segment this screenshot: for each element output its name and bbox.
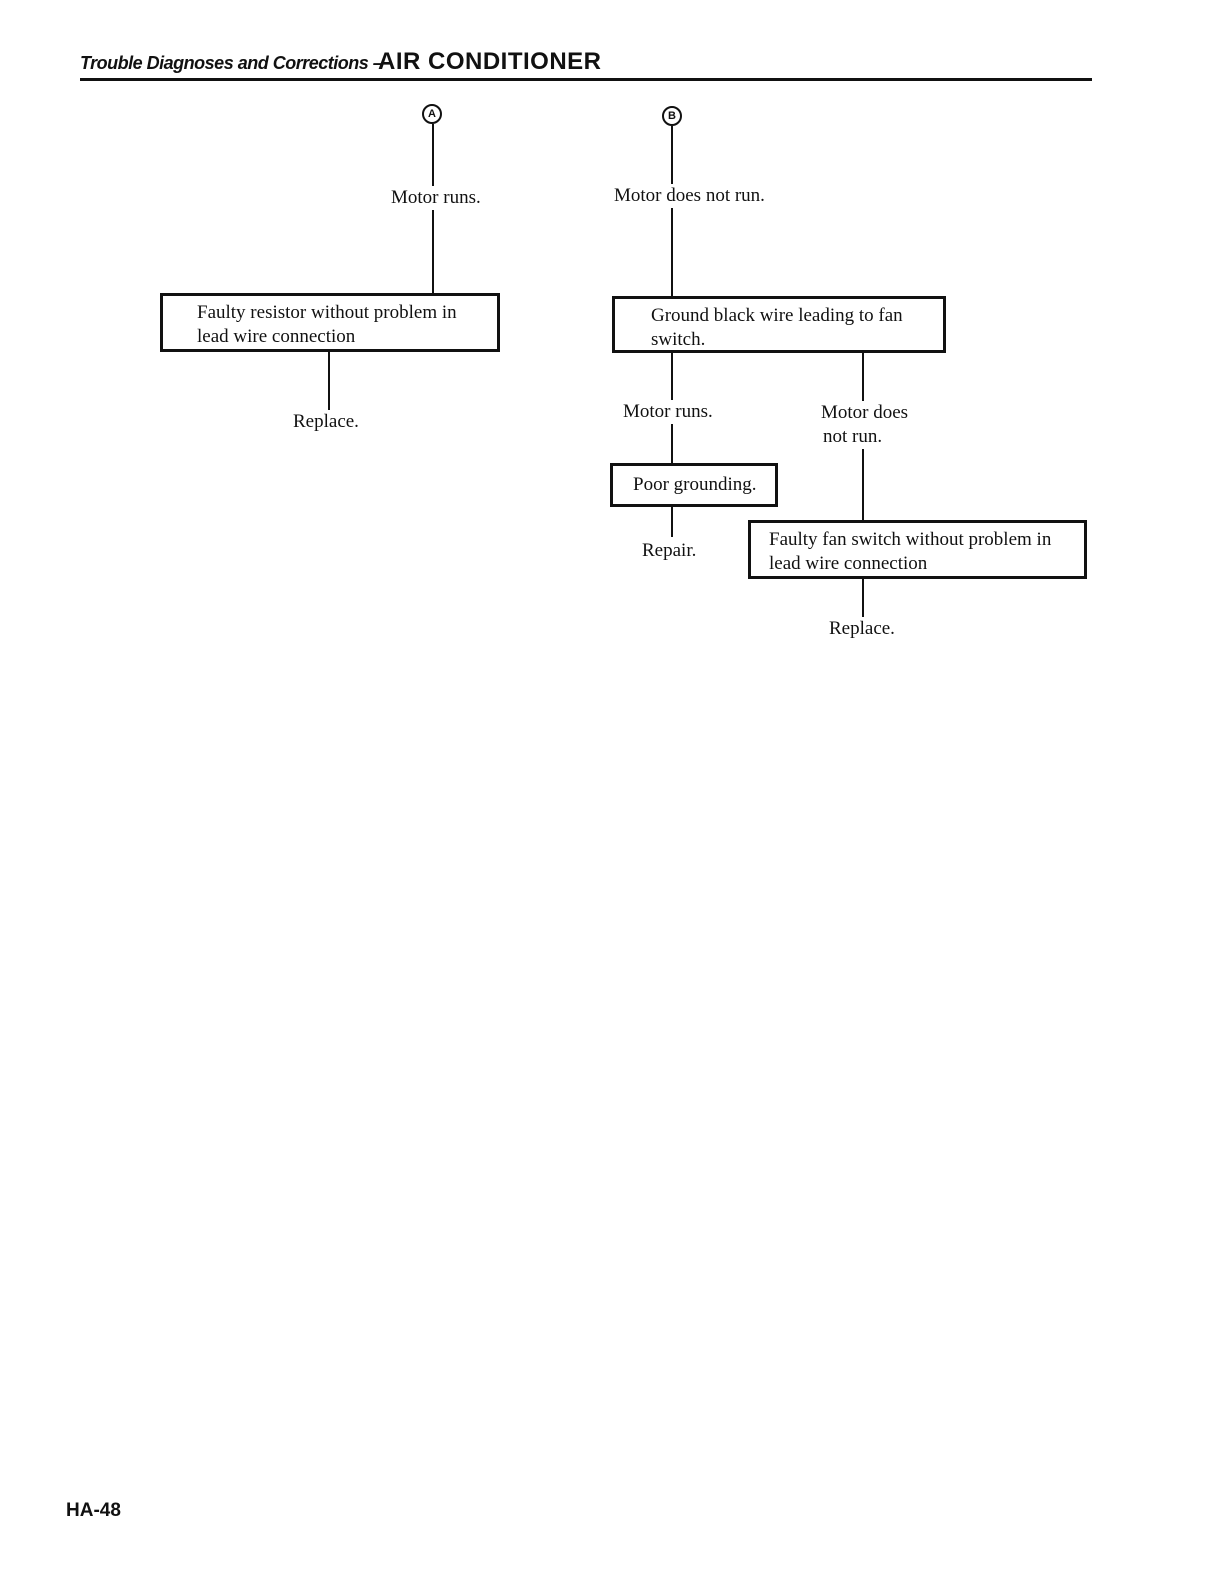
flow-b-check-text: Ground black wire leading to fan switch. [651, 305, 903, 350]
flow-b-result-label: Motor does not run. [611, 184, 768, 208]
page-number: HA-48 [66, 1500, 121, 1521]
flow-b-not-runs-action-line [862, 579, 864, 617]
flow-a-diagnosis-text: Faulty resistor without problem in lead … [197, 302, 457, 347]
faulty-fan-switch-text: Faulty fan switch without problem in lea… [769, 529, 1052, 574]
flow-a-action-label: Replace. [293, 411, 359, 432]
faulty-fan-switch-box: Faulty fan switch without problem in lea… [748, 520, 1087, 579]
flow-a-diagnosis-box: Faulty resistor without problem in lead … [160, 293, 500, 352]
flow-b-not-runs-action-label: Replace. [829, 618, 895, 639]
flow-a-result-label: Motor runs. [388, 186, 484, 210]
flow-b-runs-result-label: Motor runs. [620, 400, 716, 424]
poor-grounding-text: Poor grounding. [633, 474, 757, 495]
page-header: Trouble Diagnoses and Corrections – AIR … [80, 46, 1092, 81]
connector-marker-a: A [422, 104, 442, 124]
flow-b-runs-action-label: Repair. [642, 540, 697, 561]
chapter-title: AIR CONDITIONER [378, 48, 602, 75]
flow-a-action-line [328, 352, 330, 410]
connector-marker-b: B [662, 106, 682, 126]
flow-b-connector-line [671, 126, 673, 298]
flow-a-connector-line [432, 124, 434, 296]
poor-grounding-box: Poor grounding. [610, 463, 778, 507]
flow-b-check-box: Ground black wire leading to fan switch. [612, 296, 946, 353]
flow-b-not-runs-result-line1: Motor does [818, 401, 912, 425]
flow-b-not-runs-result-line2: not run. [820, 425, 886, 449]
section-title: Trouble Diagnoses and Corrections – [80, 53, 383, 73]
flow-b-runs-action-line [671, 507, 673, 537]
